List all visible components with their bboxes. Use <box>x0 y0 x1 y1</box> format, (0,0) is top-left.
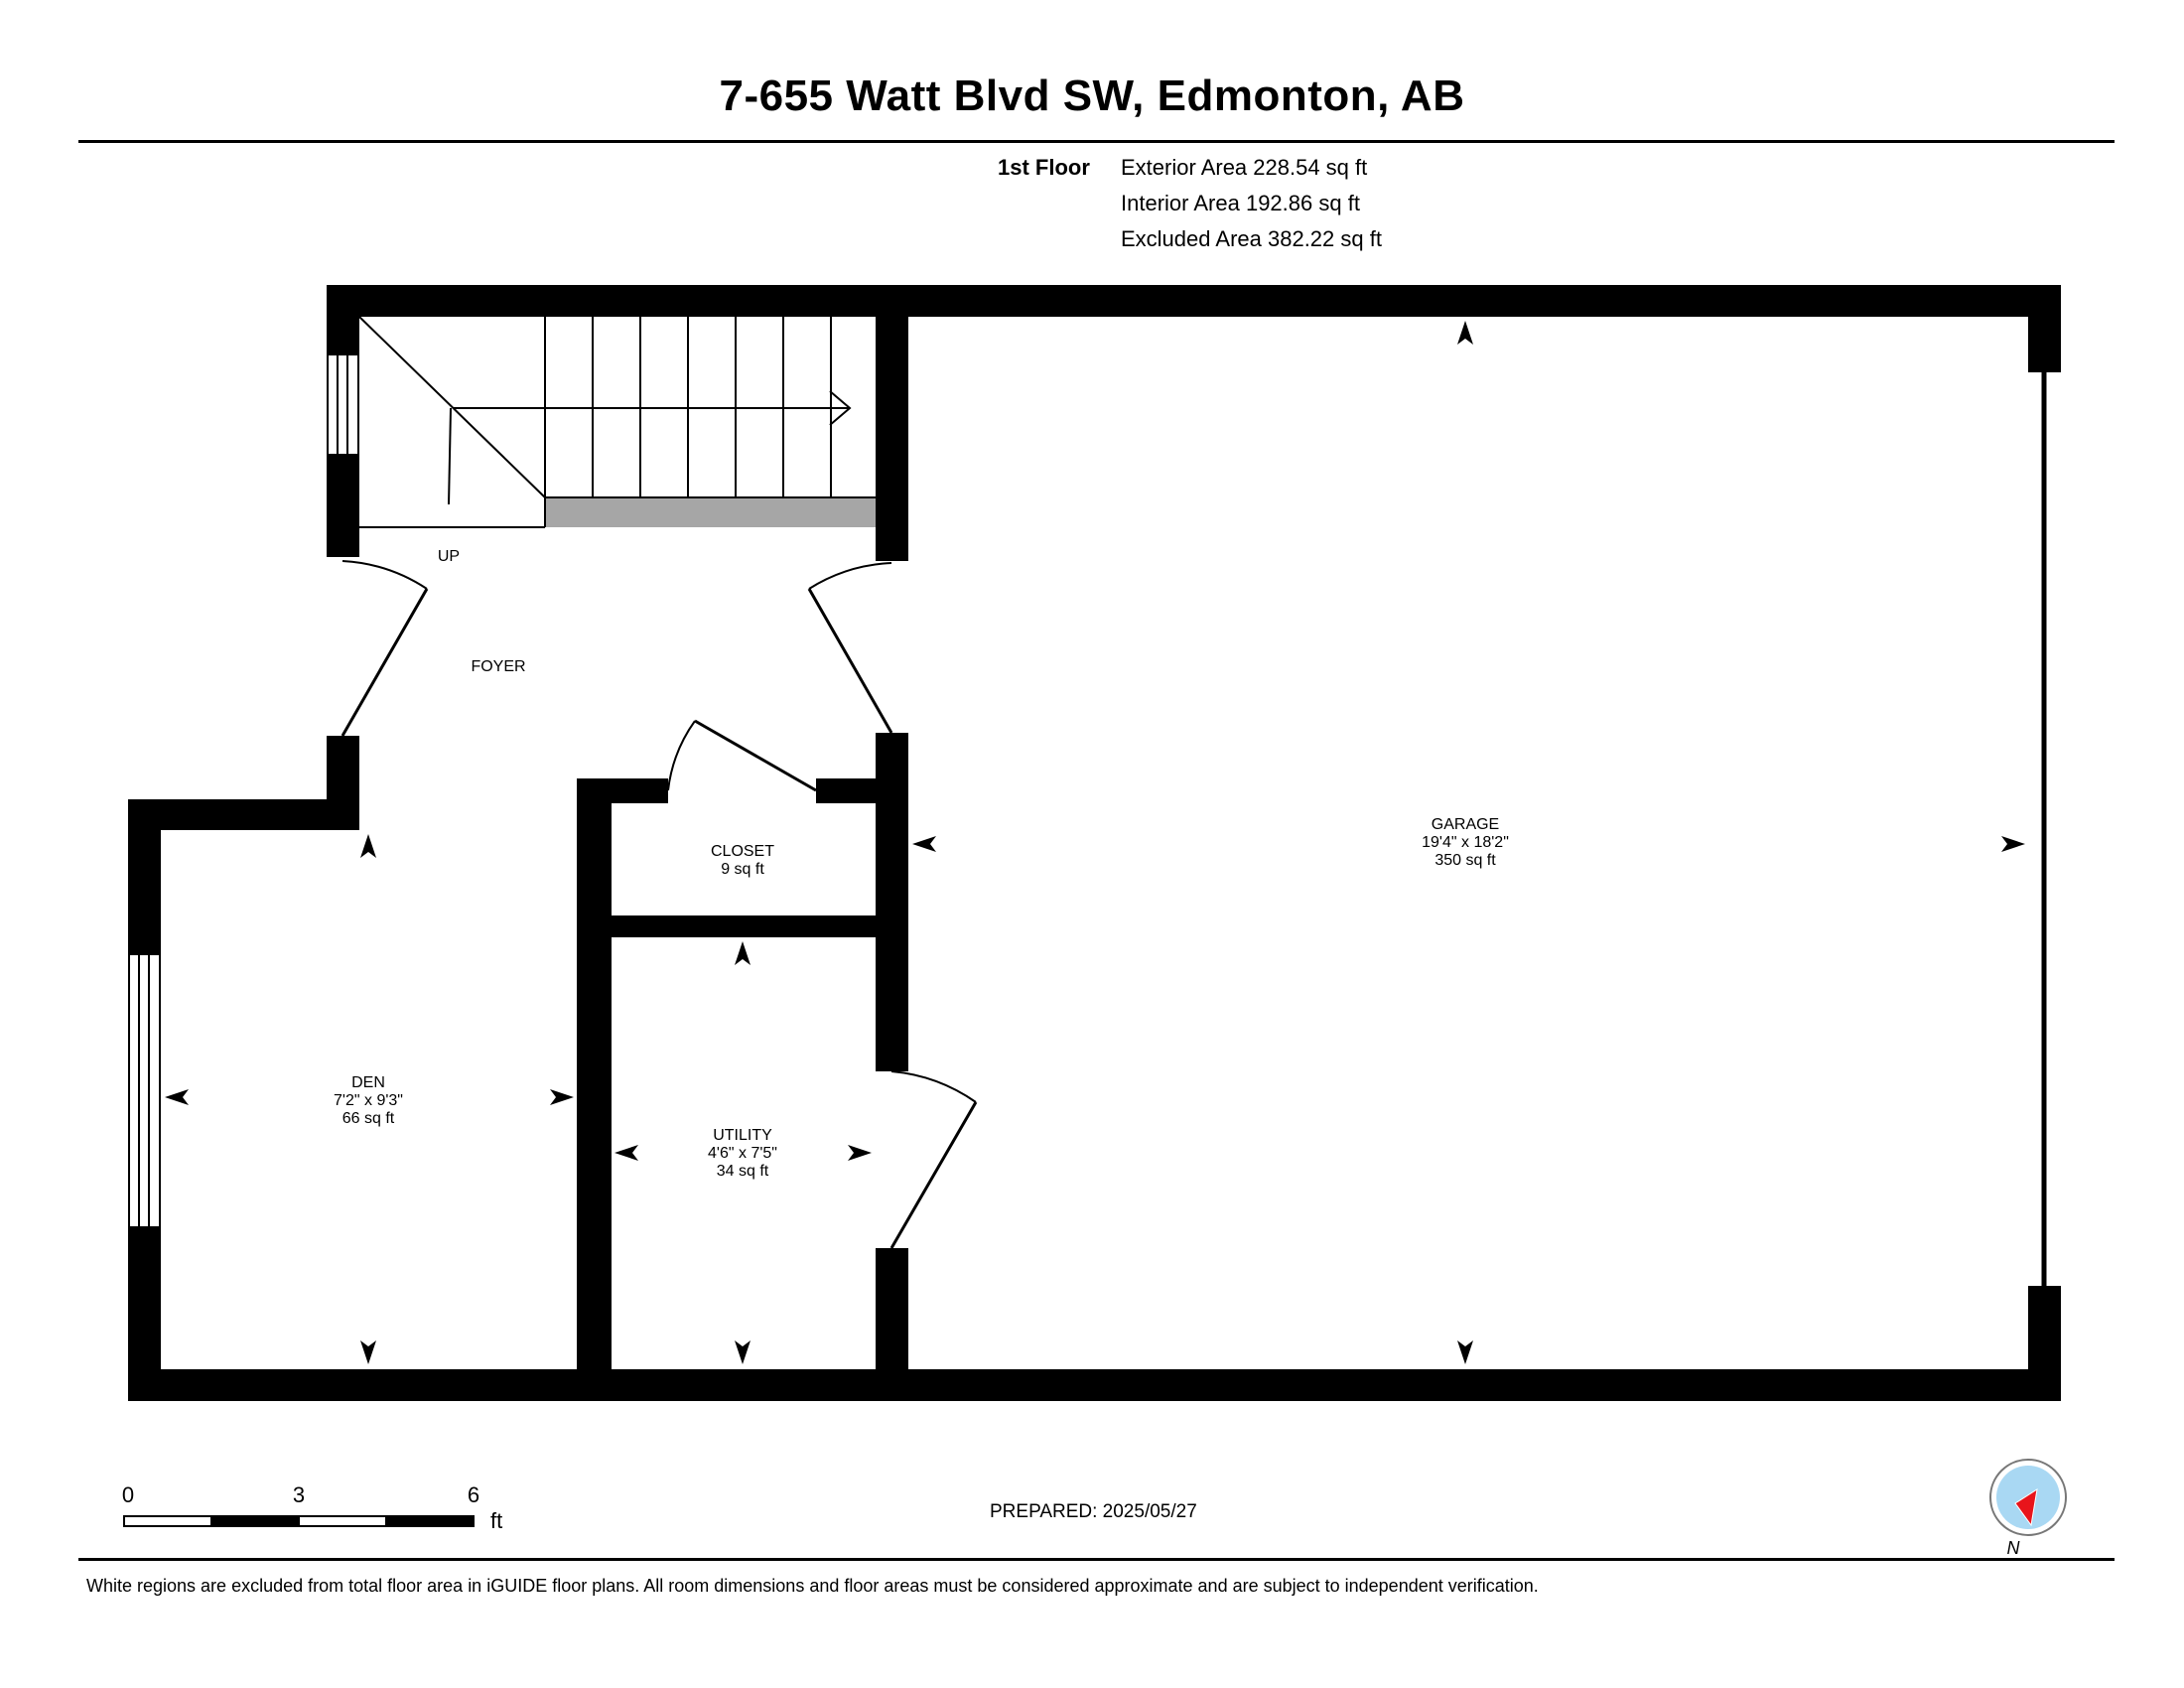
scale-tick-0: 0 <box>122 1482 134 1507</box>
garage-arrow-south <box>1457 1340 1473 1364</box>
utility-area: 34 sq ft <box>717 1163 769 1180</box>
header-divider <box>78 140 2115 143</box>
compass-icon: N <box>1989 1459 2067 1558</box>
interior-area: Interior Area 192.86 sq ft <box>1121 191 1360 215</box>
utility-dims: 4'6" x 7'5" <box>708 1145 777 1162</box>
floor-name: 1st Floor <box>998 155 1090 180</box>
garage-arrow-west <box>912 836 936 852</box>
compass-north-label: N <box>2007 1538 2021 1558</box>
stairs-up-label: UP <box>438 548 460 565</box>
garage-label: GARAGE <box>1432 816 1499 833</box>
utility-label: UTILITY <box>713 1127 772 1144</box>
den-arrow-south <box>360 1340 376 1364</box>
scale-unit: ft <box>490 1508 502 1533</box>
garage-area: 350 sq ft <box>1434 852 1496 869</box>
garage-arrow-north <box>1457 321 1473 345</box>
garage-arrow-east <box>2001 836 2025 852</box>
closet-label: CLOSET <box>711 843 774 860</box>
scale-tick-3: 3 <box>293 1482 305 1507</box>
excluded-area: Excluded Area 382.22 sq ft <box>1121 226 1382 251</box>
den-arrow-west <box>165 1089 189 1105</box>
foyer-label: FOYER <box>471 658 525 675</box>
den-area: 66 sq ft <box>342 1110 395 1127</box>
utility-arrow-east <box>848 1145 872 1161</box>
closet-area: 9 sq ft <box>721 861 764 878</box>
window-stairwell <box>327 353 359 456</box>
den-dims: 7'2" x 9'3" <box>334 1092 403 1109</box>
den-arrow-east <box>550 1089 574 1105</box>
page-title: 7-655 Watt Blvd SW, Edmonton, AB <box>719 71 1465 120</box>
scale-tick-6: 6 <box>468 1482 479 1507</box>
doors <box>341 560 978 1249</box>
dimension-arrows <box>165 321 2025 1364</box>
walls <box>128 285 2061 1401</box>
utility-arrow-west <box>614 1145 638 1161</box>
compass-needle <box>2015 1489 2037 1525</box>
prepared-date: PREPARED: 2025/05/27 <box>990 1501 1197 1522</box>
footer-divider <box>78 1558 2115 1561</box>
utility-arrow-north <box>735 941 751 965</box>
scale-bar: 0 3 6 ft <box>122 1482 502 1533</box>
den-arrow-north <box>360 834 376 858</box>
den-label: DEN <box>351 1074 385 1091</box>
utility-arrow-south <box>735 1340 751 1364</box>
staircase <box>358 316 876 528</box>
window-den <box>128 953 161 1228</box>
exterior-area: Exterior Area 228.54 sq ft <box>1121 155 1368 180</box>
footer-disclaimer: White regions are excluded from total fl… <box>86 1576 1539 1596</box>
garage-dims: 19'4" x 18'2" <box>1422 834 1509 851</box>
